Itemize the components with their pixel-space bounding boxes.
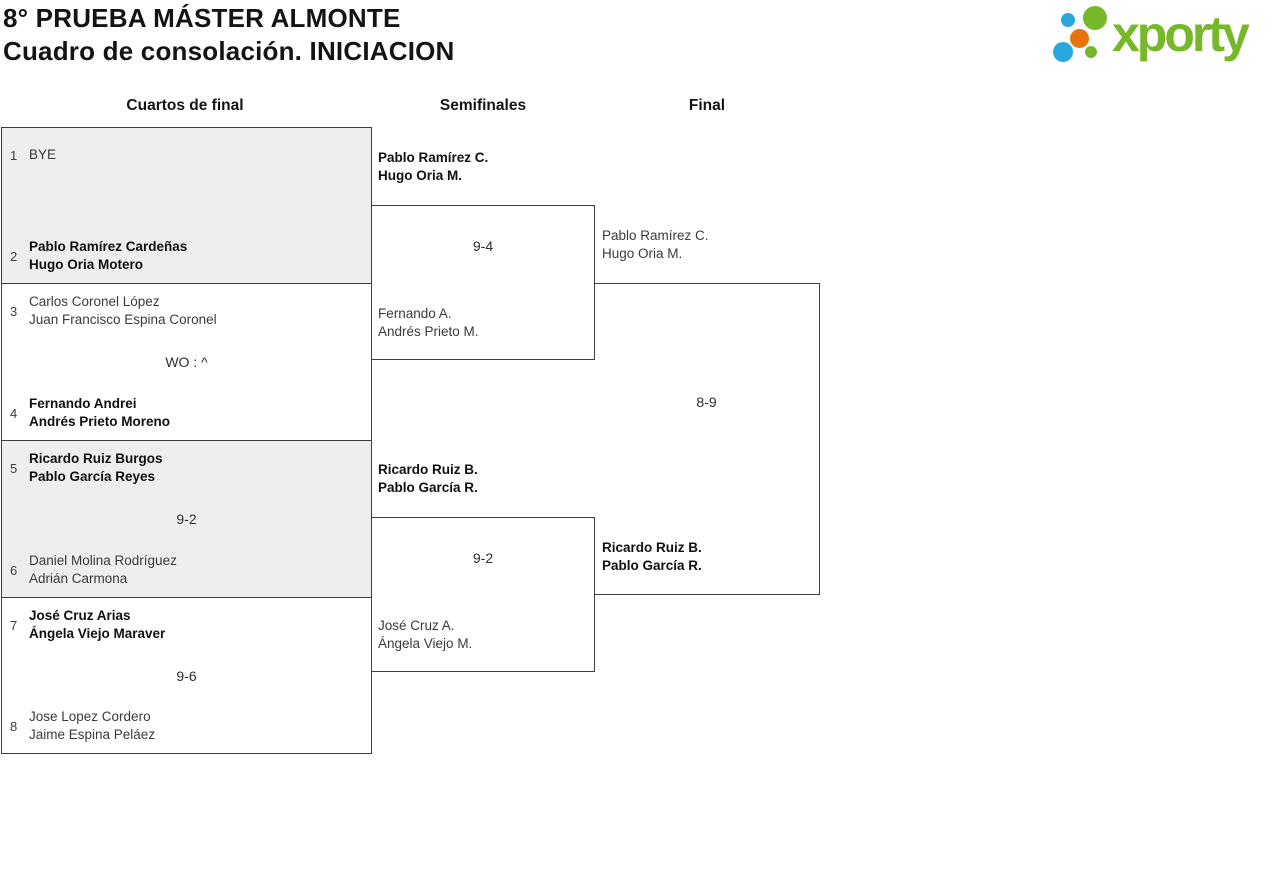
match-score: 9-2 <box>472 550 494 566</box>
team-name: Pablo Ramírez C. <box>378 150 489 165</box>
match-box-sf-1: Pablo Ramírez C. Hugo Oria M. 9-4 Fernan… <box>371 150 595 360</box>
team-name: Jaime Espina Peláez <box>29 727 156 742</box>
seed-number: 5 <box>10 460 18 476</box>
team-name: Carlos Coronel López <box>29 294 160 309</box>
match-box-qf-4: 7 José Cruz Arias Ángela Viejo Maraver 9… <box>1 597 372 754</box>
seed-number: 3 <box>10 303 18 319</box>
team-row: 7 José Cruz Arias Ángela Viejo Maraver <box>10 607 365 643</box>
column-header-cuartos: Cuartos de final <box>126 97 244 114</box>
team-names: Jose Lopez Cordero Jaime Espina Peláez <box>29 708 155 744</box>
team-row: 6 Daniel Molina Rodríguez Adrián Carmona <box>10 552 365 588</box>
team-names: Carlos Coronel López Juan Francisco Espi… <box>29 293 217 329</box>
team-name: Pablo Ramírez C. <box>602 228 709 243</box>
seed-number: 1 <box>10 147 18 163</box>
logo-dot-green-large-icon <box>1083 6 1107 30</box>
match-box-qf-1: 1 BYE 2 Pablo Ramírez Cardeñas Hugo Oria… <box>1 127 372 284</box>
page-title: 8° PRUEBA MÁSTER ALMONTE Cuadro de conso… <box>3 2 455 68</box>
logo-dot-blue-small-icon <box>1061 13 1075 27</box>
team-names: José Cruz A. Ángela Viejo M. <box>378 617 472 653</box>
team-names: Ricardo Ruiz B. Pablo García R. <box>378 461 478 497</box>
team-name: Fernando Andrei <box>29 396 137 411</box>
logo-wordmark: xporty <box>1112 6 1250 62</box>
match-score: 9-6 <box>176 667 197 684</box>
column-header-final: Final <box>688 97 726 114</box>
team-names: Fernando Andrei Andrés Prieto Moreno <box>29 395 170 431</box>
team-row: 1 BYE <box>10 137 365 173</box>
team-names: Pablo Ramírez Cardeñas Hugo Oria Motero <box>29 238 187 274</box>
match-box-sf-2: Ricardo Ruiz B. Pablo García R. 9-2 José… <box>371 462 595 672</box>
team-names: Ricardo Ruiz Burgos Pablo García Reyes <box>29 450 163 486</box>
team-name: Hugo Oria Motero <box>29 257 143 272</box>
team-name: Hugo Oria M. <box>602 246 683 261</box>
team-name: Daniel Molina Rodríguez <box>29 553 177 568</box>
xporty-logo[interactable]: xporty <box>1050 2 1276 74</box>
match-score: WO : ^ <box>165 354 208 370</box>
team-name: Ricardo Ruiz B. <box>602 540 702 555</box>
team-name: Pablo García R. <box>378 480 478 495</box>
team-name: Ricardo Ruiz Burgos <box>29 451 163 466</box>
logo-dot-green-small-icon <box>1085 46 1097 58</box>
team-name: Ricardo Ruiz B. <box>378 462 478 477</box>
team-name: Ángela Viejo M. <box>378 636 473 651</box>
team-name: Ángela Viejo Maraver <box>29 626 166 641</box>
team-name: José Cruz Arias <box>29 608 131 623</box>
logo-dot-blue-large-icon <box>1053 42 1073 62</box>
page-title-line1: 8° PRUEBA MÁSTER ALMONTE <box>3 3 401 33</box>
team-row: 3 Carlos Coronel López Juan Francisco Es… <box>10 293 365 329</box>
seed-number: 2 <box>10 248 18 264</box>
team-name: Hugo Oria M. <box>378 168 462 183</box>
team-row: 5 Ricardo Ruiz Burgos Pablo García Reyes <box>10 450 365 486</box>
team-name: BYE <box>29 147 57 162</box>
column-header-semifinales: Semifinales <box>439 97 527 114</box>
team-name: Adrián Carmona <box>29 571 128 586</box>
team-row: 8 Jose Lopez Cordero Jaime Espina Peláez <box>10 708 365 744</box>
team-name: Juan Francisco Espina Coronel <box>29 312 217 327</box>
logo-dot-orange-icon <box>1070 29 1089 48</box>
seed-number: 7 <box>10 617 18 633</box>
match-box-qf-2: 3 Carlos Coronel López Juan Francisco Es… <box>1 283 372 441</box>
seed-number: 6 <box>10 562 18 578</box>
team-name: Pablo García R. <box>602 558 702 573</box>
team-names: José Cruz Arias Ángela Viejo Maraver <box>29 607 165 643</box>
team-names: Pablo Ramírez C. Hugo Oria M. <box>602 227 709 263</box>
team-name: Andrés Prieto Moreno <box>29 414 171 429</box>
team-names: Ricardo Ruiz B. Pablo García R. <box>602 539 702 575</box>
match-score: 9-4 <box>472 238 494 254</box>
team-name: Jose Lopez Cordero <box>29 709 151 724</box>
seed-number: 8 <box>10 718 18 734</box>
team-names: Pablo Ramírez C. Hugo Oria M. <box>378 149 488 185</box>
team-names: BYE <box>29 137 56 173</box>
match-box-qf-3: 5 Ricardo Ruiz Burgos Pablo García Reyes… <box>1 440 372 598</box>
team-name: José Cruz A. <box>378 618 455 633</box>
match-box-final: Pablo Ramírez C. Hugo Oria M. 8-9 Ricard… <box>594 228 820 595</box>
page-title-line2: Cuadro de consolación. INICIACION <box>3 36 455 66</box>
team-name: Andrés Prieto M. <box>378 324 479 339</box>
seed-number: 4 <box>10 405 18 421</box>
match-score: 8-9 <box>696 394 717 410</box>
team-name: Fernando A. <box>378 306 452 321</box>
team-name: Pablo Ramírez Cardeñas <box>29 239 188 254</box>
match-score: 9-2 <box>176 511 197 527</box>
team-row: 2 Pablo Ramírez Cardeñas Hugo Oria Moter… <box>10 238 365 274</box>
team-name: Pablo García Reyes <box>29 469 156 484</box>
team-names: Daniel Molina Rodríguez Adrián Carmona <box>29 552 177 588</box>
team-names: Fernando A. Andrés Prieto M. <box>378 305 479 341</box>
team-row: 4 Fernando Andrei Andrés Prieto Moreno <box>10 395 365 431</box>
